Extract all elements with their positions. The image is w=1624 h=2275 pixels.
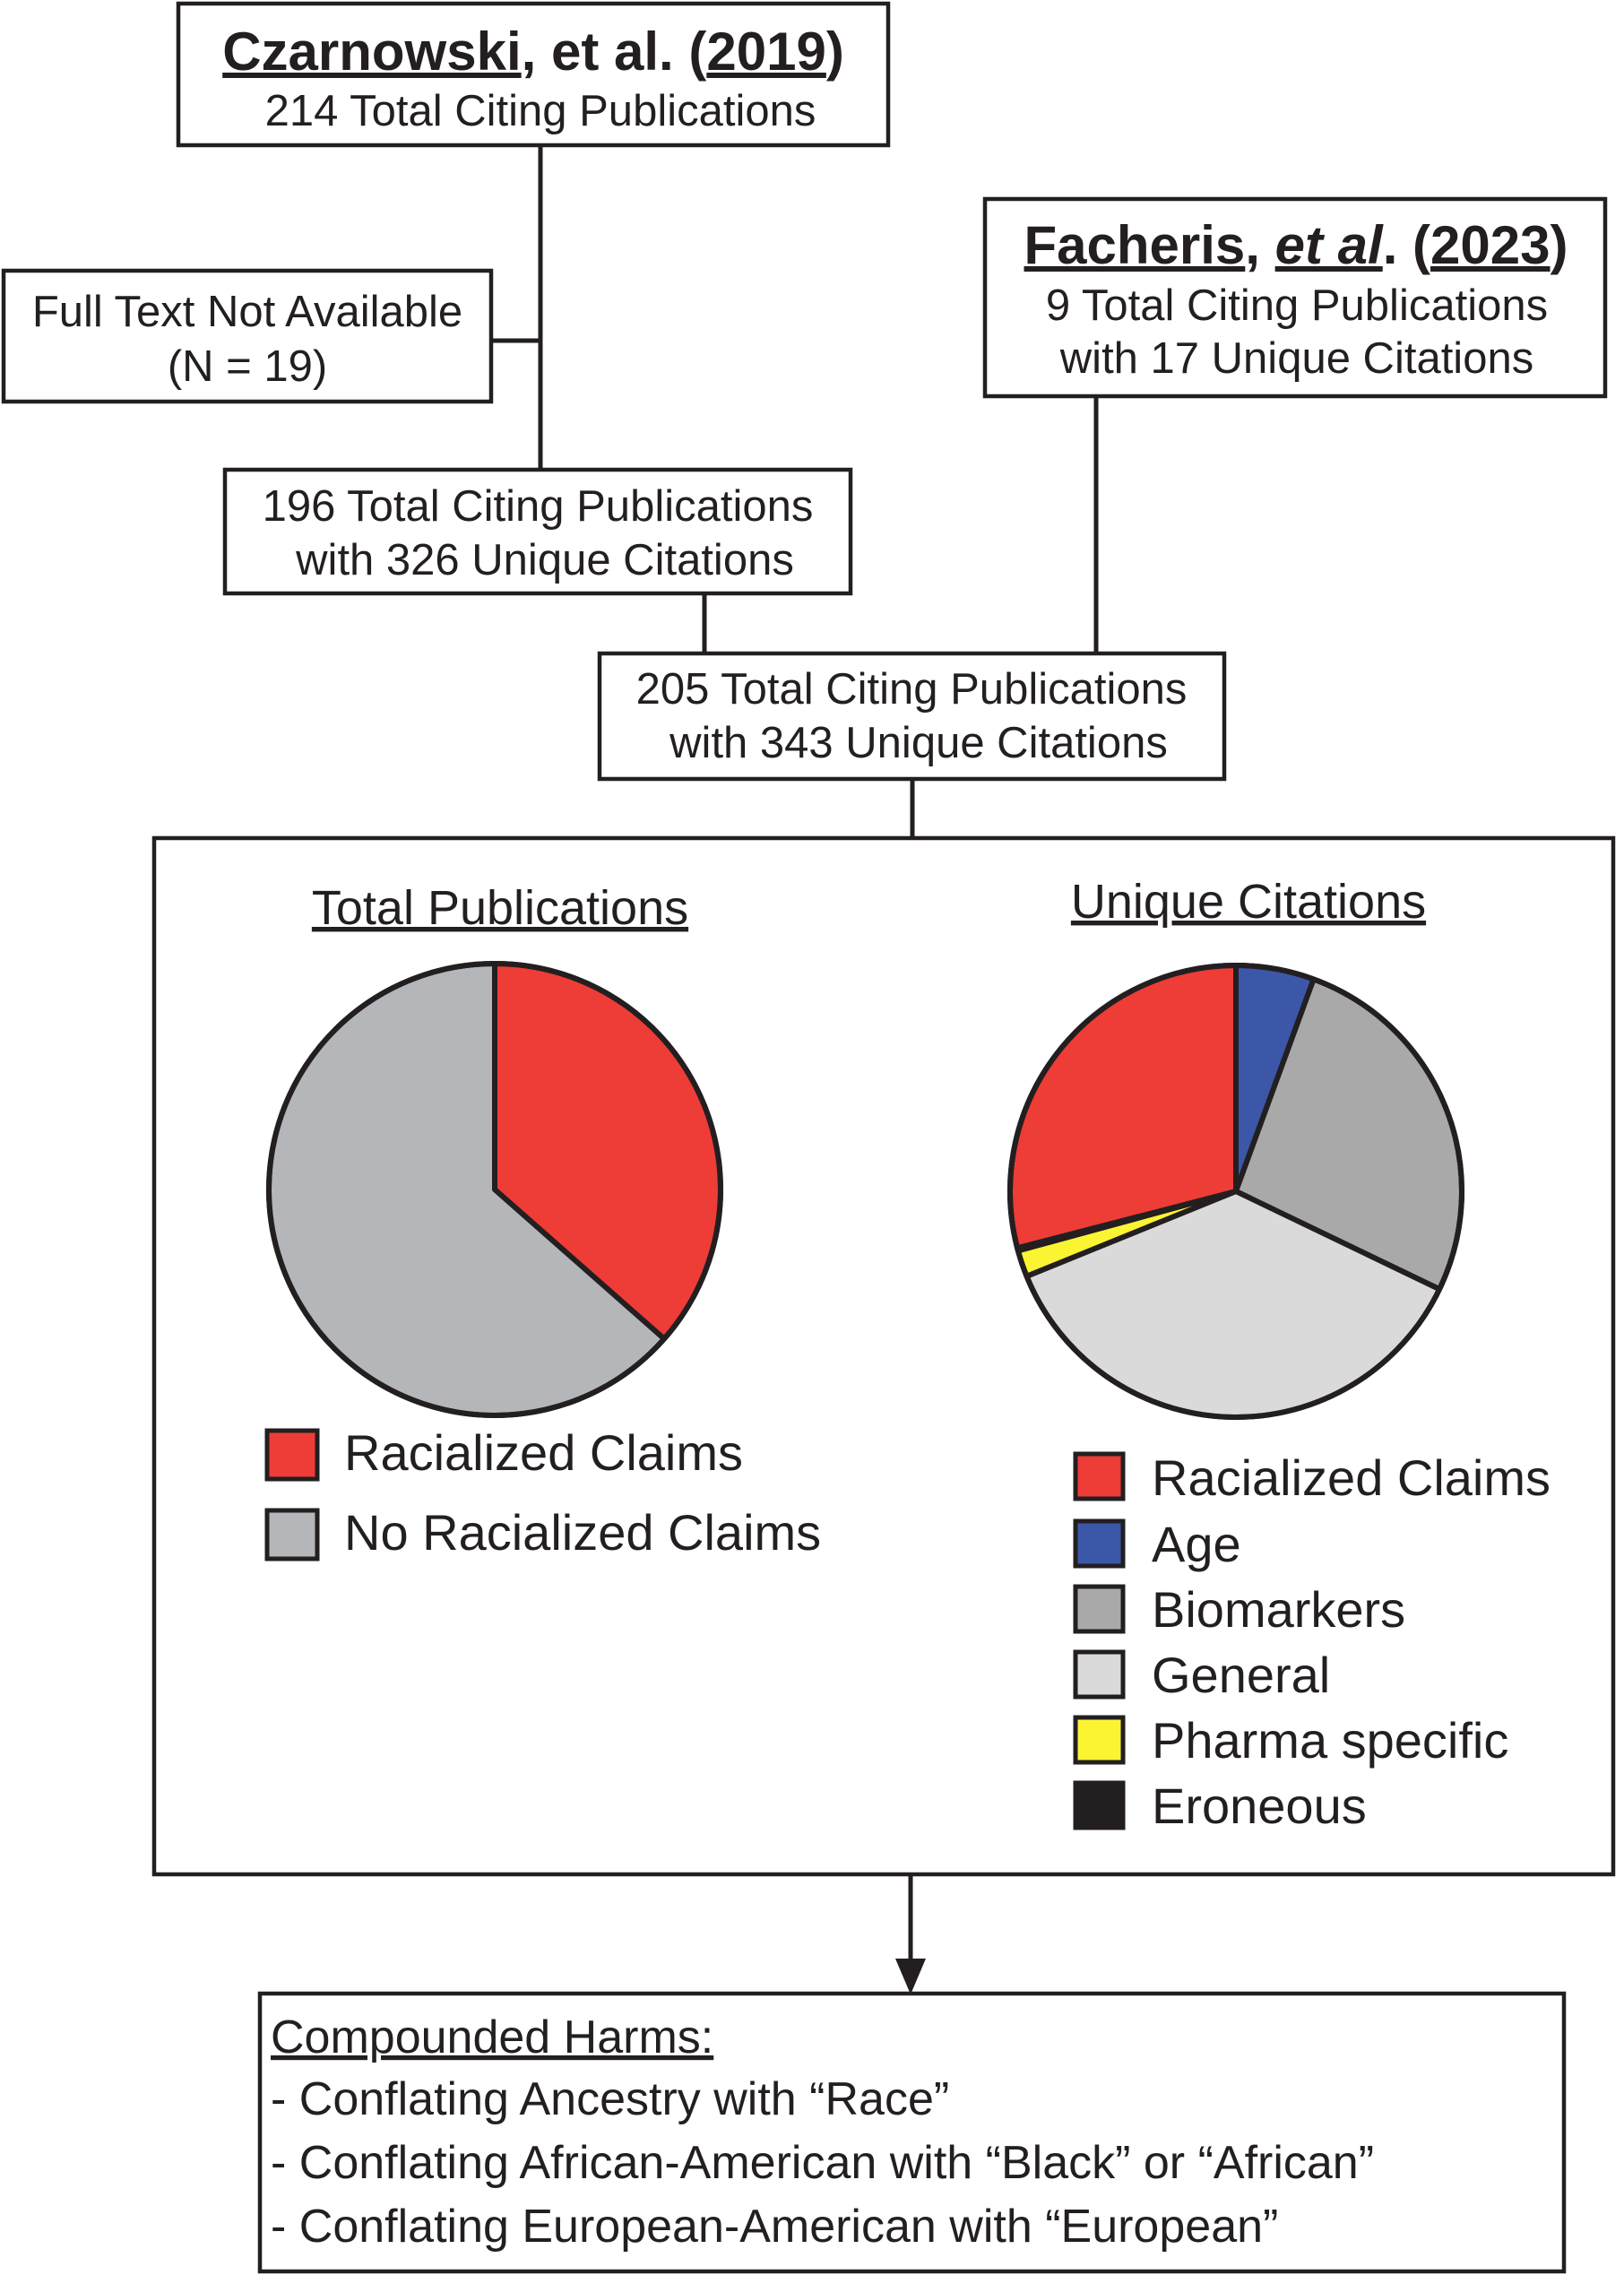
combined-box — [597, 651, 1227, 782]
facheris-heading: Facheris, et al. (2023) — [1024, 215, 1568, 275]
legend-swatch-pharma — [1073, 1715, 1126, 1765]
after-exclusion-line2: with 326 Unique Citations — [295, 536, 794, 584]
legend-label-racialized: Racialized Claims — [344, 1424, 743, 1481]
facheris-dot-open: . ( — [1383, 215, 1430, 275]
harms-box — [257, 1991, 1567, 2274]
harms-item-2: - Conflating African-American with “Blac… — [271, 2137, 1374, 2189]
pie-outline — [266, 961, 723, 1418]
czarnowski-author: Czarnowski — [222, 22, 521, 82]
legend-label-general: General — [1152, 1647, 1330, 1703]
harms-title: Compounded Harms: — [271, 2011, 713, 2063]
czarnowski-count: 214 Total Citing Publications — [265, 87, 816, 135]
excluded-line2: (N = 19) — [168, 342, 327, 391]
legend-label-no-racialized: No Racialized Claims — [344, 1504, 821, 1561]
facheris-comma: , — [1245, 215, 1274, 275]
excluded-line1: Full Text Not Available — [32, 288, 462, 336]
facheris-count-line1: 9 Total Citing Publications — [1046, 281, 1548, 330]
legend-swatch-biomarkers — [1073, 1584, 1126, 1634]
pie-total-publications-title: Total Publications — [312, 881, 688, 935]
czarnowski-close: ) — [826, 22, 844, 82]
czarnowski-box — [176, 1, 891, 148]
facheris-count-line2: with 17 Unique Citations — [1059, 334, 1533, 383]
czarnowski-heading: Czarnowski, et al. (2019) — [222, 22, 844, 82]
after-exclusion-box — [222, 467, 853, 596]
legend-label-erroneous: Eroneous — [1152, 1778, 1367, 1834]
legend-label-pharma: Pharma specific — [1152, 1712, 1508, 1769]
facheris-box — [982, 196, 1608, 399]
after-exclusion-line1: 196 Total Citing Publications — [263, 482, 814, 531]
pie-unique-citations — [1007, 963, 1464, 1420]
legend-swatch-no-racialized — [264, 1508, 320, 1561]
czarnowski-year: 2019 — [706, 22, 825, 82]
facheris-author: Facheris — [1024, 215, 1246, 275]
legend-swatch-erroneous — [1073, 1780, 1126, 1830]
pie-total-publications — [266, 961, 723, 1418]
legend-label-biomarkers: Biomarkers — [1152, 1581, 1405, 1638]
pie-outline — [1007, 963, 1464, 1420]
legend-label-age: Age — [1152, 1516, 1241, 1572]
harms-item-3: - Conflating European-American with “Eur… — [271, 2201, 1278, 2253]
excluded-box — [1, 268, 494, 404]
pie-unique-citations-title: Unique Citations — [1071, 875, 1426, 929]
legend-swatch-racialized-2 — [1073, 1451, 1126, 1501]
legend-swatch-general — [1073, 1649, 1126, 1700]
harms-item-1: - Conflating Ancestry with “Race” — [271, 2073, 949, 2125]
facheris-etal: et al — [1275, 215, 1384, 275]
legend-swatch-age — [1073, 1518, 1126, 1569]
combined-line2: with 343 Unique Citations — [669, 719, 1168, 767]
legend-swatch-racialized — [264, 1428, 320, 1482]
facheris-close: ) — [1551, 215, 1568, 275]
combined-line1: 205 Total Citing Publications — [636, 665, 1188, 714]
arrow-head-harms — [895, 1959, 926, 1994]
czarnowski-etal: , et al. ( — [522, 22, 707, 82]
facheris-year: 2023 — [1430, 215, 1550, 275]
legend-label-racialized-2: Racialized Claims — [1152, 1449, 1551, 1506]
